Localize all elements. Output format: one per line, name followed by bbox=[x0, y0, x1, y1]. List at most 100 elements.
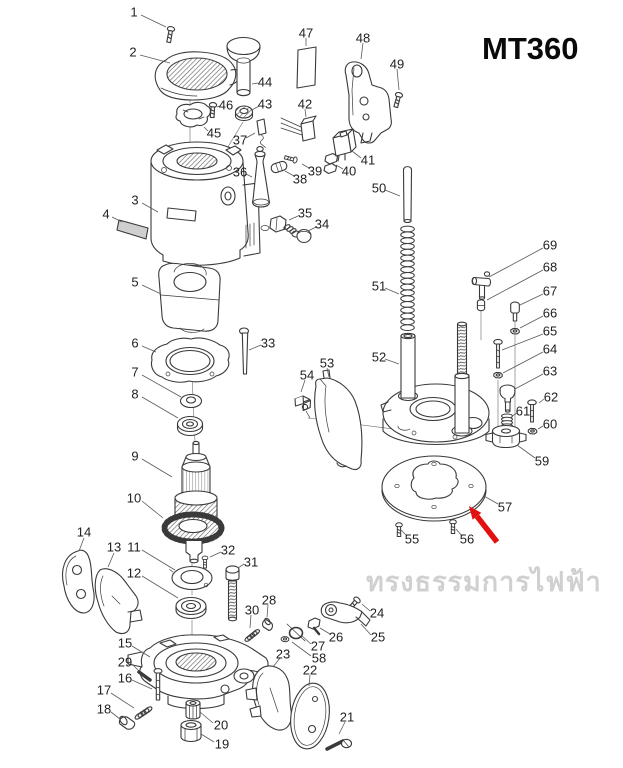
leader-line-22 bbox=[308, 674, 311, 687]
part-49-art bbox=[391, 91, 404, 109]
leader-line-14 bbox=[78, 537, 85, 552]
part-label-11: 11 bbox=[127, 540, 141, 555]
part-19-art bbox=[180, 719, 202, 743]
leader-line-42 bbox=[304, 108, 307, 118]
part-label-13: 13 bbox=[107, 540, 121, 555]
part-label-32: 32 bbox=[221, 543, 235, 558]
leader-line-58 bbox=[291, 641, 312, 657]
part-44-art bbox=[226, 36, 261, 97]
part-label-24: 24 bbox=[370, 606, 384, 621]
part-3-art bbox=[150, 141, 270, 266]
part-label-34: 34 bbox=[315, 217, 329, 232]
part-label-30: 30 bbox=[245, 603, 259, 618]
part-label-55: 55 bbox=[405, 532, 419, 547]
leader-line-24 bbox=[361, 603, 371, 612]
part-40-art bbox=[323, 152, 339, 175]
leader-line-15 bbox=[131, 645, 151, 658]
part-label-66: 66 bbox=[543, 306, 557, 321]
leader-line-5 bbox=[141, 284, 162, 295]
part-label-1: 1 bbox=[130, 5, 137, 20]
part-label-56: 56 bbox=[460, 532, 474, 547]
part-64-art bbox=[493, 371, 503, 379]
leader-line-18 bbox=[110, 711, 121, 720]
part-45-art bbox=[175, 101, 211, 128]
part-7-art bbox=[179, 393, 203, 409]
part-62-art bbox=[527, 399, 537, 423]
part-67-art bbox=[510, 301, 520, 322]
part-label-61: 61 bbox=[516, 404, 530, 419]
part-43-art bbox=[234, 105, 254, 122]
red-arrow-shaft bbox=[474, 514, 500, 544]
part-53-art bbox=[314, 369, 363, 471]
leader-line-21 bbox=[338, 721, 346, 735]
leader-line-36 bbox=[245, 173, 253, 178]
part-label-49: 49 bbox=[390, 57, 404, 72]
part-label-38: 38 bbox=[293, 172, 307, 187]
leader-line-31 bbox=[237, 563, 245, 569]
part-34-art bbox=[296, 228, 312, 244]
part-58-art bbox=[280, 636, 290, 643]
part-20-art bbox=[185, 699, 201, 720]
leader-line-56 bbox=[455, 528, 463, 537]
leader-line-35 bbox=[288, 215, 299, 221]
leader-line-64 bbox=[502, 351, 544, 374]
part-label-2: 2 bbox=[129, 45, 136, 60]
leader-line-46 bbox=[216, 105, 221, 108]
leader-lines bbox=[78, 14, 545, 743]
part-13-art bbox=[94, 568, 143, 635]
leader-line-9 bbox=[141, 458, 173, 478]
red-arrow-head bbox=[469, 506, 482, 520]
part-12-art bbox=[175, 596, 207, 620]
part-42-art bbox=[280, 115, 317, 142]
part-69-art bbox=[471, 271, 492, 300]
part-label-63: 63 bbox=[543, 364, 557, 379]
part-label-46: 46 bbox=[219, 98, 233, 113]
part-54-art bbox=[294, 395, 312, 419]
leader-line-12 bbox=[141, 575, 179, 599]
part-8-art bbox=[176, 415, 204, 437]
part-18-art bbox=[118, 715, 136, 730]
part-14-art bbox=[61, 549, 95, 614]
part-41-art bbox=[332, 128, 357, 162]
leader-line-23 bbox=[272, 657, 281, 668]
part-label-26: 26 bbox=[329, 630, 343, 645]
part-27-art bbox=[286, 623, 306, 642]
leader-line-19 bbox=[200, 733, 215, 743]
part-51-art bbox=[400, 225, 415, 332]
part-label-28: 28 bbox=[262, 593, 276, 608]
leader-line-34 bbox=[307, 226, 317, 232]
part-label-57: 57 bbox=[498, 500, 512, 515]
leader-line-61 bbox=[511, 412, 518, 417]
leader-line-38 bbox=[284, 170, 295, 177]
leader-line-32 bbox=[209, 551, 222, 558]
part-47-art bbox=[296, 46, 317, 89]
part-38-art bbox=[270, 160, 288, 174]
model-title: MT360 bbox=[482, 31, 579, 66]
part-11-art bbox=[169, 565, 213, 591]
leader-line-63 bbox=[514, 373, 544, 390]
leader-line-49 bbox=[396, 68, 400, 91]
part-label-3: 3 bbox=[131, 193, 138, 208]
part-10-art bbox=[161, 511, 225, 564]
part-label-25: 25 bbox=[371, 630, 385, 645]
part-label-15: 15 bbox=[118, 636, 132, 651]
part-2-art bbox=[154, 51, 241, 101]
part-label-5: 5 bbox=[131, 275, 138, 290]
part-label-7: 7 bbox=[131, 365, 138, 380]
leader-line-29 bbox=[131, 663, 140, 672]
part-label-35: 35 bbox=[298, 206, 312, 221]
leader-line-1 bbox=[140, 14, 167, 28]
part-label-65: 65 bbox=[543, 324, 557, 339]
part-label-23: 23 bbox=[276, 647, 290, 662]
watermark-text: ทรงธรรมการไฟฟ้า bbox=[366, 567, 602, 597]
part-63-art bbox=[499, 384, 516, 413]
leader-line-13 bbox=[107, 552, 115, 568]
leader-line-45 bbox=[203, 126, 209, 132]
part-label-60: 60 bbox=[543, 417, 557, 432]
red-pointer-arrow bbox=[469, 506, 500, 544]
part-label-37: 37 bbox=[233, 133, 247, 148]
part-label-51: 51 bbox=[372, 279, 386, 294]
part-28-art bbox=[261, 617, 274, 632]
part-29-art bbox=[137, 670, 152, 682]
